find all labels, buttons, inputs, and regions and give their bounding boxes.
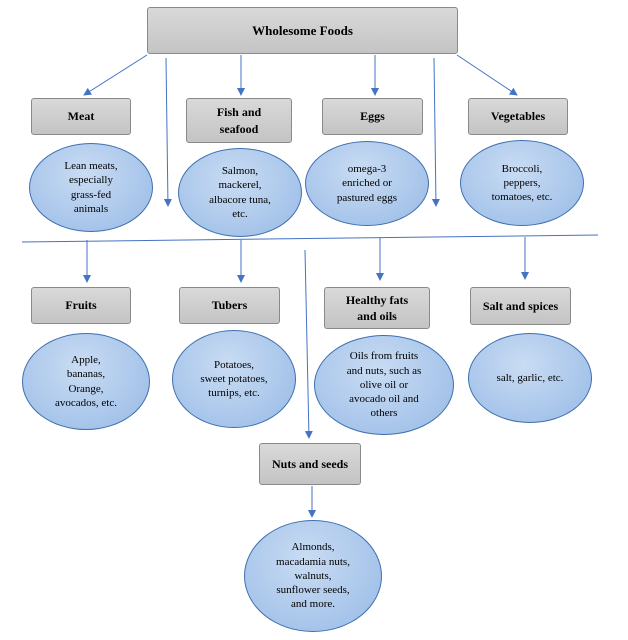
category-box-fish: Fish and seafood: [186, 98, 292, 143]
category-box-tubers: Tubers: [179, 287, 280, 324]
desc-ellipse-meat: Lean meats, especially grass-fed animals: [29, 143, 153, 232]
desc-ellipse-healthy-fats: Oils from fruits and nuts, such as olive…: [314, 335, 454, 435]
desc-ellipse-fish: Salmon, mackerel, albacore tuna, etc.: [178, 148, 302, 237]
category-box-meat: Meat: [31, 98, 131, 135]
desc-ellipse-vegetables: Broccoli, peppers, tomatoes, etc.: [460, 140, 584, 226]
desc-ellipse-salt-spices: salt, garlic, etc.: [468, 333, 592, 423]
category-box-vegetables: Vegetables: [468, 98, 568, 135]
title-box: Wholesome Foods: [147, 7, 458, 54]
category-box-nuts-seeds: Nuts and seeds: [259, 443, 361, 485]
arrow-down-right: [431, 57, 440, 207]
divider-line: [21, 234, 599, 243]
desc-ellipse-eggs: omega-3 enriched or pastured eggs: [305, 141, 429, 226]
arrow-down-left: [163, 57, 172, 207]
desc-ellipse-nuts-seeds: Almonds, macadamia nuts, walnuts, sunflo…: [244, 520, 382, 632]
desc-ellipse-fruits: Apple, bananas, Orange, avocados, etc.: [22, 333, 150, 430]
arrow-to-meat: [83, 54, 148, 96]
category-box-salt-spices: Salt and spices: [470, 287, 571, 325]
category-box-healthy-fats: Healthy fats and oils: [324, 287, 430, 329]
category-box-fruits: Fruits: [31, 287, 131, 324]
arrow-to-nuts: [304, 249, 313, 439]
category-box-eggs: Eggs: [322, 98, 423, 135]
desc-ellipse-tubers: Potatoes, sweet potatoes, turnips, etc.: [172, 330, 296, 428]
arrow-to-vegetables: [456, 54, 518, 96]
